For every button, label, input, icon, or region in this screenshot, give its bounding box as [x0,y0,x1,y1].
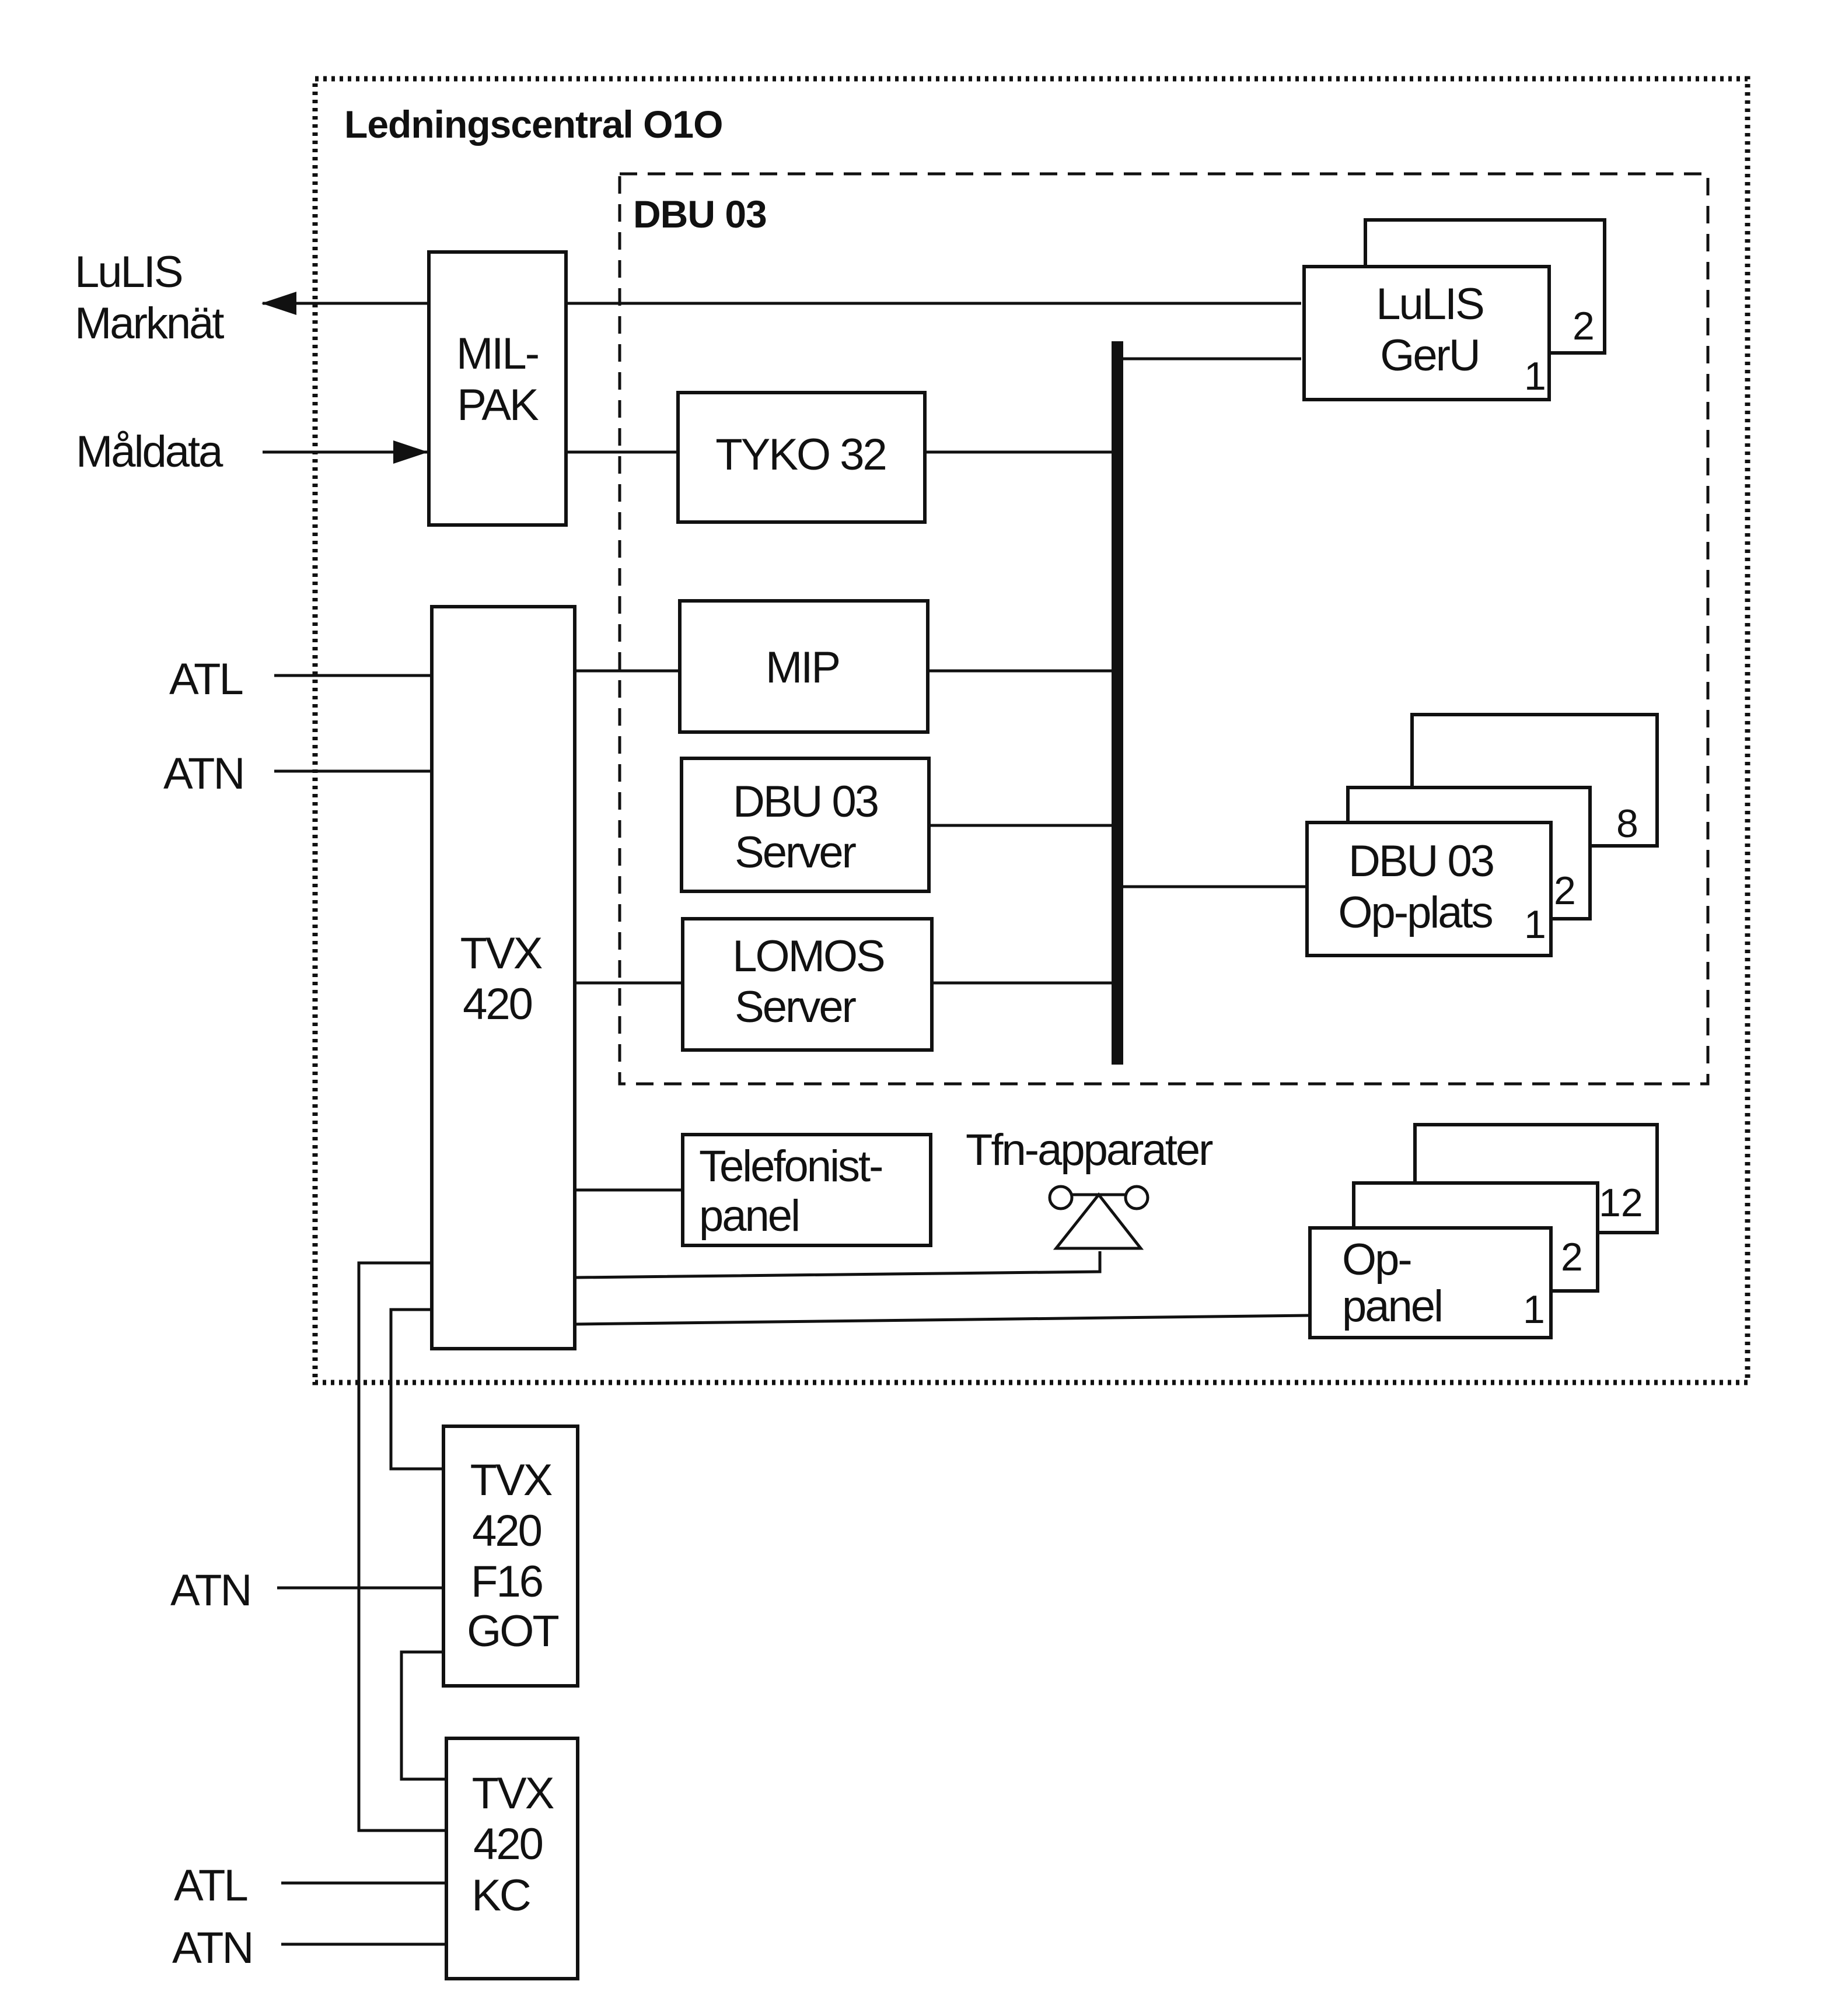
oppanel-label: panel [1342,1282,1442,1331]
opplats-count-2: 2 [1554,869,1576,913]
tyko-label: TYKO 32 [715,430,886,480]
oppanel-label: Op- [1342,1235,1411,1284]
atl-label: ATL [169,654,242,704]
lulis-external-label: Marknät [75,299,224,348]
tvx-oppanel-link [576,1314,1311,1326]
atl-label: ATL [174,1861,247,1910]
mip-label: MIP [766,643,839,692]
opplats-label: DBU 03 [1348,836,1493,886]
tvx420-label: 420 [463,979,532,1029]
tvx-kc-label: 420 [473,1819,543,1869]
opplats-count-1: 1 [1524,902,1546,947]
atn-label: ATN [163,749,243,799]
oppanel-count-2: 2 [1561,1235,1583,1279]
opplats-count-8: 8 [1616,802,1638,846]
dbu03-title: DBU 03 [633,192,767,236]
oppanel-count-12: 12 [1599,1181,1643,1225]
oppanel-count-1: 1 [1523,1287,1545,1332]
opplats-label: Op-plats [1338,888,1492,937]
dbu03-boundary [618,172,1710,1086]
lomos-server-label: Server [735,982,857,1032]
lulis-geru-label: LuLIS [1376,279,1483,329]
tvx420-box [430,605,576,1350]
lomos-server-label: LOMOS [732,932,884,981]
tvx-f16-box [442,1424,579,1688]
telefonist-label: panel [699,1191,799,1241]
milpak-label: MIL- [456,329,538,379]
atn-label: ATN [172,1923,252,1973]
tvx-f16-label: GOT [467,1606,558,1656]
lomos-server-box [681,917,934,1052]
ledningscentral-title: Ledningscentral O1O [344,103,722,146]
tvx-f16-label: F16 [471,1557,542,1606]
milpak-box [427,250,568,527]
tvx-f16-label: 420 [472,1506,541,1556]
lulis-geru-label: GerU [1380,331,1479,380]
f16-kc-cable [400,1650,446,1781]
atn-label: ATN [170,1566,250,1615]
dbu-server-label: Server [735,828,857,877]
tfn-label: Tfn-apparater [966,1125,1213,1175]
ledningscentral-boundary [312,76,1750,1385]
lulis-geru-box [1302,265,1551,401]
tvx-kc-cable [357,1261,446,1832]
tvx-kc-label: KC [471,1871,530,1920]
mip-box [678,599,930,734]
opplats-box [1305,821,1553,957]
tvx-kc-box [445,1737,579,1980]
telefonist-box [681,1133,932,1247]
lulis-geru-count-1: 1 [1524,354,1546,398]
tvx-f16-label: TVX [470,1455,553,1505]
tyko-box [676,391,927,524]
dbu-server-label: DBU 03 [733,777,878,827]
dbu-server-box [680,757,931,893]
tvx-kc-label: TVX [472,1769,554,1818]
tvx420-label: TVX [460,929,543,978]
lulis-geru-count-2: 2 [1573,304,1595,348]
milpak-label: PAK [457,380,539,430]
lulis-external-label: LuLIS [75,247,182,297]
tvx-f16-cable [389,1308,443,1471]
telephone-icon [1048,1185,1149,1250]
maldata-label: Måldata [76,427,223,477]
oppanel-box [1308,1226,1553,1339]
telefonist-label: Telefonist- [699,1142,882,1191]
tvx-phone-link [576,1251,1102,1279]
